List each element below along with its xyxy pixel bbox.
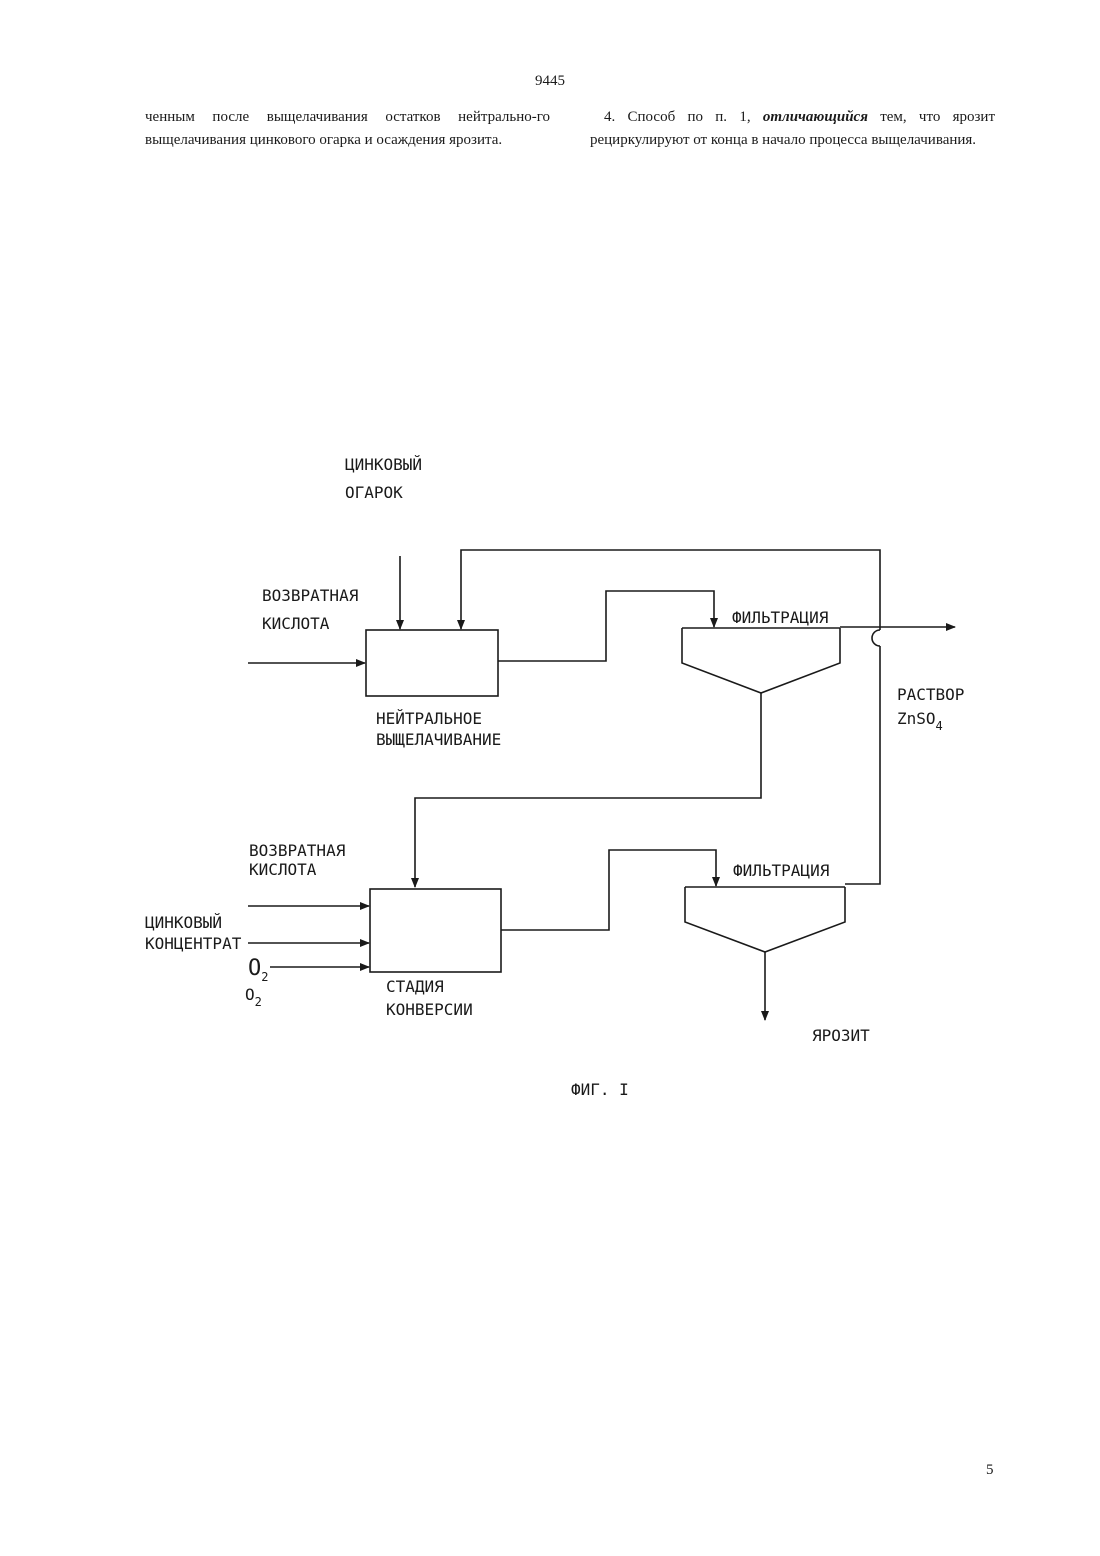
label-oxygen-duplicate-symbol: O bbox=[245, 985, 255, 1004]
label-filtration-top: ФИЛЬТРАЦИЯ bbox=[732, 608, 828, 627]
conversion-stage-box bbox=[370, 889, 501, 972]
recycle-line-crossover bbox=[872, 630, 880, 646]
label-return-acid-top-line1: ВОЗВРАТНАЯ bbox=[262, 586, 358, 605]
label-return-acid-top-line2: КИСЛОТА bbox=[262, 614, 330, 633]
label-return-acid-bottom-line1: ВОЗВРАТНАЯ bbox=[249, 841, 345, 860]
filter-top-funnel bbox=[682, 628, 840, 693]
label-oxygen-symbol: O bbox=[248, 956, 261, 981]
label-filtration-bottom: ФИЛЬТРАЦИЯ bbox=[733, 861, 829, 880]
label-oxygen-duplicate-subscript: 2 bbox=[255, 995, 262, 1009]
label-neutral-leach-line2: ВЫЩЕЛАЧИВАНИЕ bbox=[376, 730, 501, 749]
label-conversion-line2: КОНВЕРСИИ bbox=[386, 1000, 473, 1019]
label-neutral-leach-line1: НЕЙТРАЛЬНОЕ bbox=[376, 709, 482, 728]
neutral-leaching-box bbox=[366, 630, 498, 696]
label-solution-line2: ZnSO4 bbox=[897, 709, 943, 733]
label-solution-formula: ZnSO bbox=[897, 709, 936, 728]
label-return-acid-bottom-line2: КИСЛОТА bbox=[249, 860, 317, 879]
label-solution-subscript: 4 bbox=[936, 719, 943, 733]
filter-bottom-funnel bbox=[685, 887, 845, 952]
recycle-line-lower bbox=[845, 646, 880, 884]
label-jarosite: ЯРОЗИТ bbox=[812, 1026, 870, 1045]
label-zinc-concentrate-line1: ЦИНКОВЫЙ bbox=[145, 913, 222, 932]
label-solution-line1: РАСТВОР bbox=[897, 685, 964, 704]
label-zinc-concentrate-line2: КОНЦЕНТРАТ bbox=[145, 934, 242, 953]
label-zinc-calcine-line2: ОГАРОК bbox=[345, 483, 403, 502]
figure-caption: ФИГ. I bbox=[571, 1080, 629, 1099]
label-oxygen: O2 bbox=[248, 956, 268, 984]
label-conversion-line1: СТАДИЯ bbox=[386, 977, 444, 996]
conversion-to-filtration-arrow bbox=[501, 850, 716, 930]
label-oxygen-duplicate: O2 bbox=[245, 985, 262, 1009]
page-number-bottom: 5 bbox=[986, 1462, 994, 1479]
label-zinc-calcine-line1: ЦИНКОВЫЙ bbox=[345, 455, 422, 474]
label-oxygen-subscript: 2 bbox=[261, 970, 268, 984]
